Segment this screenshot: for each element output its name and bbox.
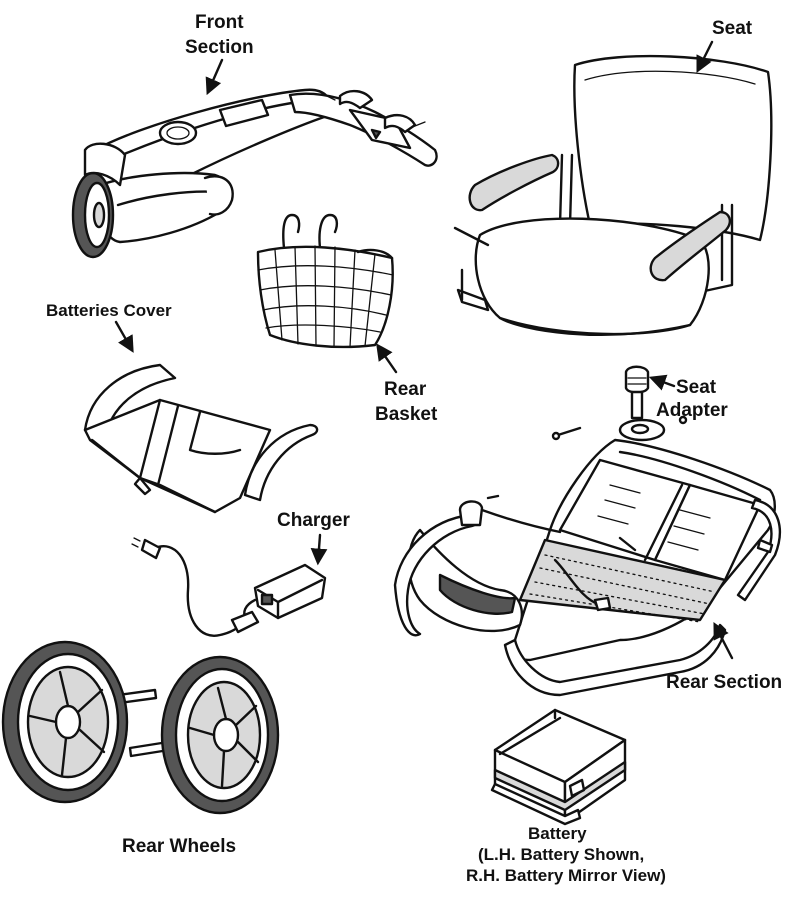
label-front-section-line2: Section <box>185 37 254 58</box>
rear-wheel-right <box>160 655 280 815</box>
rear-basket-part <box>256 213 394 349</box>
label-seat: Seat <box>712 18 753 39</box>
floor-perforations <box>529 554 716 623</box>
charger-part <box>131 537 327 637</box>
label-battery-line2: (L.H. Battery Shown, <box>478 845 644 864</box>
label-rear-basket-line2: Basket <box>375 404 438 425</box>
callout-arrows <box>114 40 734 660</box>
arrow-seat <box>696 40 714 74</box>
seat-adapter-part <box>624 365 650 420</box>
rear-section-part <box>393 365 782 697</box>
label-seat-adapter-line1: Seat <box>676 377 717 398</box>
label-rear-section: Rear Section <box>666 672 782 693</box>
batteries-cover-part <box>83 363 319 514</box>
seat-part <box>453 54 773 336</box>
arrow-rear-section <box>713 622 734 660</box>
label-battery-line3: R.H. Battery Mirror View) <box>466 866 666 885</box>
label-seat-adapter-line2: Adapter <box>656 400 728 421</box>
label-battery-line1: Battery <box>528 824 587 843</box>
label-front-section-line1: Front <box>195 12 244 33</box>
label-charger: Charger <box>277 510 350 531</box>
part-labels: Front Section Seat Batteries Cover Rear … <box>46 12 782 885</box>
arrow-batteries-cover <box>114 320 134 353</box>
arrow-front-section <box>205 58 224 96</box>
rear-wheel-left <box>1 640 129 804</box>
arrow-rear-basket <box>376 343 398 374</box>
label-rear-wheels: Rear Wheels <box>122 836 236 857</box>
rear-wheels-part <box>1 640 280 815</box>
label-rear-basket-line1: Rear <box>384 379 427 400</box>
battery-part <box>490 708 627 826</box>
front-section-part <box>71 88 438 259</box>
arrow-charger <box>310 533 328 566</box>
arrow-seat-adapter <box>648 374 676 391</box>
label-batteries-cover: Batteries Cover <box>46 301 172 320</box>
